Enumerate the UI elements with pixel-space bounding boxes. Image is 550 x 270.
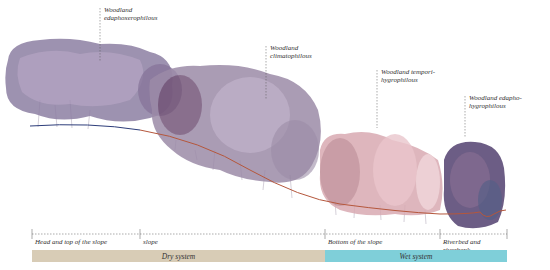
- woodland-label: Woodland edapho-hygrophilous: [469, 94, 531, 110]
- system-band: Wet system: [325, 250, 507, 262]
- woodland-label: Woodland climatophilous: [270, 44, 326, 60]
- band-text: Dry system: [162, 252, 196, 261]
- zone-label: slope: [143, 238, 203, 246]
- zone-label: Bottom of the slope: [328, 238, 436, 246]
- band-text: Wet system: [400, 252, 433, 261]
- woodland-label: Woodland tempori-hygrophilous: [381, 68, 453, 84]
- woodland-label: Woodland edaphoxerophilous: [104, 6, 166, 22]
- system-band: Dry system: [32, 250, 325, 262]
- zone-label: Head and top of the slope: [35, 238, 139, 246]
